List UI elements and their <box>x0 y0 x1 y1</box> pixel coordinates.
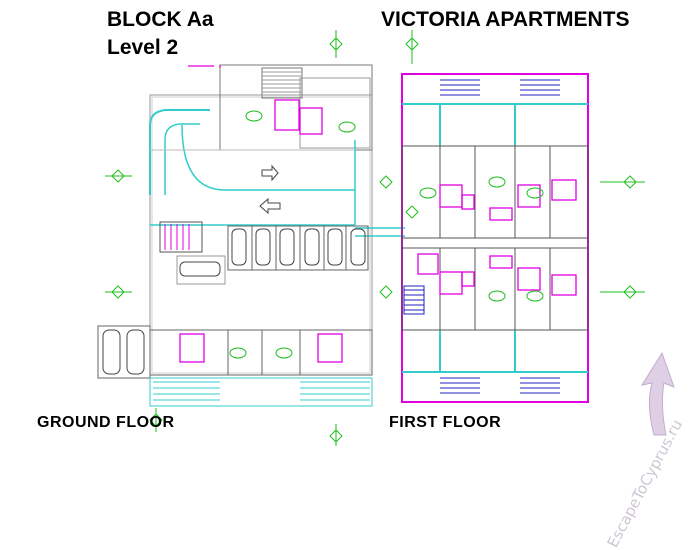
level-label: Level 2 <box>107 36 179 59</box>
floor-plan-drawing <box>97 30 645 446</box>
ground-floor-plan <box>97 30 405 432</box>
first-floor-plan <box>329 30 645 446</box>
block-label: BLOCK Aa <box>107 8 214 31</box>
project-title: VICTORIA APARTMENTS <box>381 8 630 31</box>
watermark-logo <box>604 335 694 445</box>
watermark-arrow-icon <box>640 351 675 436</box>
ground-floor-label: GROUND FLOOR <box>37 414 175 431</box>
first-floor-label: FIRST FLOOR <box>389 414 502 431</box>
